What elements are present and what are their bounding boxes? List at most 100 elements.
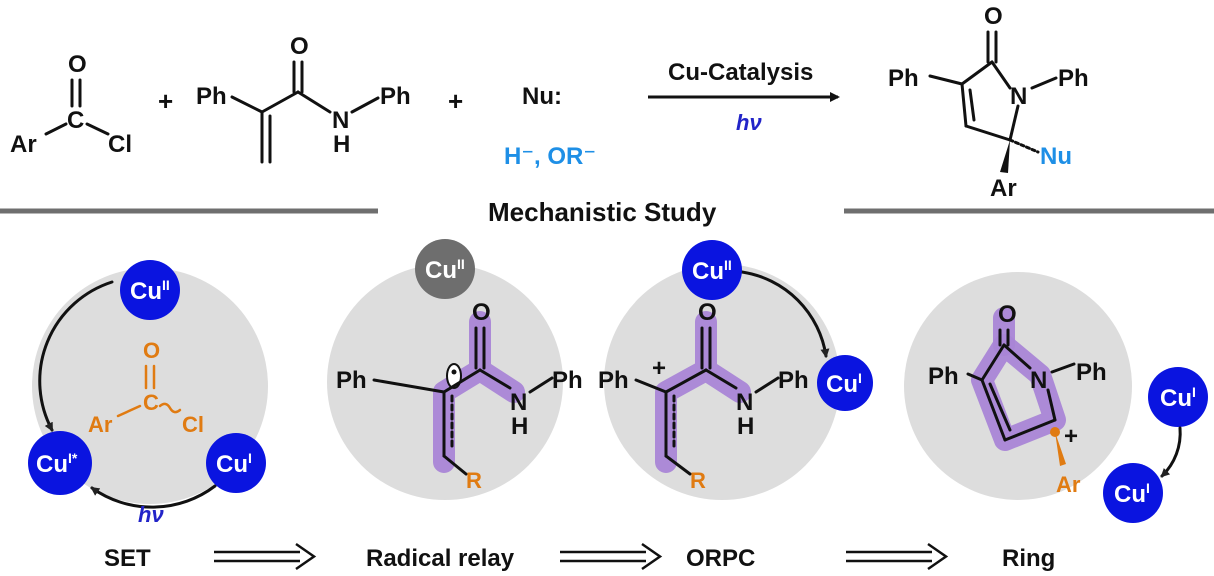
acrylamide-n-label: N	[332, 107, 349, 134]
acyl-c-label: C	[67, 107, 84, 134]
orpc-ph2-label: Ph	[778, 367, 809, 394]
ring-ph-label: Ph	[928, 363, 959, 390]
step-label-radical-relay: Radical relay	[366, 545, 515, 572]
relay-o-label: O	[472, 299, 491, 326]
bond-hash-nu	[1008, 138, 1040, 154]
panel-orpc: CuII CuI Ph + O N H Ph R	[598, 240, 873, 500]
orpc-c-co-bond	[664, 368, 708, 394]
product-ph-left: Ph	[888, 65, 919, 92]
set-hv-label: hν	[138, 502, 164, 527]
orpc-plus-label: +	[652, 355, 666, 382]
reaction-arrow: Cu-Catalysis hν	[648, 59, 840, 135]
ring-cu-i-bottom-label: CuI	[1114, 480, 1150, 508]
acrylamide-ph2-label: Ph	[380, 83, 411, 110]
relay-c-co-bond	[442, 368, 482, 394]
ring-bond-co-c	[980, 343, 1006, 382]
set-c-cl-wavy-bond	[158, 402, 182, 414]
product-pyrrolinone: O Ph N Ph Nu Ar	[888, 3, 1089, 202]
relay-cu-label: CuII	[425, 256, 465, 284]
panel-ring: CuI CuI O Ph N Ph + Ar	[904, 272, 1208, 523]
relay-n-label: N	[510, 389, 527, 416]
bond-ring-3	[960, 82, 968, 128]
panel-set-bg	[32, 268, 268, 504]
orpc-r-label: R	[690, 468, 706, 493]
cu-i-star-bubble	[28, 431, 92, 495]
set-o-label: O	[143, 338, 160, 363]
orpc-co-n-bond	[704, 368, 738, 390]
product-n-label: N	[1010, 83, 1027, 110]
step-label-ring: Ring	[1002, 545, 1055, 572]
bond-ring-4	[964, 124, 1012, 142]
reactant-acyl-chloride: O C Ar Cl	[10, 51, 132, 158]
bond-c-co	[260, 90, 300, 114]
ring-cu-i-top-label: CuI	[1160, 384, 1196, 412]
orpc-electron-arrow	[740, 270, 830, 358]
orpc-cu-ii-bubble	[682, 240, 742, 300]
acrylamide-ph-label: Ph	[196, 83, 227, 110]
relay-r-label: R	[466, 468, 482, 493]
cu-ii-label: CuII	[130, 277, 170, 305]
acrylamide-h-label: H	[333, 131, 350, 158]
acrylamide-o-label: O	[290, 33, 309, 60]
cu-ii-bubble	[120, 260, 180, 320]
relay-n-ph-bond	[528, 376, 554, 394]
relay-h-label: H	[511, 413, 528, 440]
orpc-cu-ii-label: CuII	[692, 257, 732, 285]
nu-label: Nu:	[522, 83, 562, 110]
ring-bond-ch-cplus	[1003, 418, 1057, 442]
orpc-ph-label: Ph	[598, 367, 629, 394]
bond-ring-3b	[968, 88, 976, 122]
ring-ar-wedge-bond	[1055, 432, 1066, 466]
bond-n-ph	[350, 96, 380, 114]
arrow-condition-bottom: hν	[736, 110, 762, 135]
double-arrow-3	[846, 542, 949, 571]
relay-ph-label: Ph	[336, 367, 367, 394]
relay-co-n-bond	[478, 368, 512, 390]
panel-radical-relay: CuII Ph O N H Ph R	[327, 239, 583, 500]
step-sequence: SET Radical relay ORPC Ring	[104, 542, 1055, 572]
bond-n-ph-product	[1030, 76, 1058, 90]
ring-n-label: N	[1030, 367, 1047, 394]
orpc-cu-i-bubble	[817, 355, 873, 411]
set-c-label: C	[143, 390, 159, 415]
acyl-cl-label: Cl	[108, 131, 132, 158]
product-ph-right: Ph	[1058, 65, 1089, 92]
orpc-ph-c-bond	[634, 378, 668, 394]
bond-ph-c	[230, 95, 264, 114]
step-label-orpc: ORPC	[686, 545, 755, 572]
bond-ring-ph	[928, 74, 964, 86]
cu-i-label: CuI	[216, 450, 252, 478]
bond-c-cl	[85, 122, 110, 136]
reactant-acrylamide: Ph O N H Ph	[196, 33, 411, 164]
orpc-cu-i-label: CuI	[826, 370, 862, 398]
cycle-arrow-bottom	[90, 484, 217, 509]
orpc-n-ph-bond	[754, 376, 780, 394]
double-arrow-2	[560, 542, 663, 571]
ring-plus-label: +	[1064, 423, 1078, 450]
relay-ph-c-bond	[372, 378, 446, 394]
bond-c-ar	[44, 122, 68, 136]
plus-sign-2: +	[448, 86, 463, 116]
bond-ring-2	[960, 60, 994, 86]
arrow-condition-top: Cu-Catalysis	[668, 59, 813, 86]
set-ar-label: Ar	[88, 412, 113, 437]
ring-cu-arrow	[1160, 426, 1182, 478]
ring-bond-co-n	[1002, 343, 1032, 370]
cycle-arrow-left	[38, 280, 114, 432]
set-c-ar-bond	[116, 404, 142, 418]
acyl-ar-label: Ar	[10, 131, 37, 158]
product-o-label: O	[984, 3, 1003, 30]
relay-ch2-r-bond	[442, 454, 468, 476]
section-title: Mechanistic Study	[488, 197, 717, 227]
product-ar-label: Ar	[990, 175, 1017, 202]
double-arrow-1	[214, 542, 317, 571]
orpc-o-label: O	[698, 299, 717, 326]
bond-ring-5	[1008, 104, 1020, 142]
plus-sign-1: +	[158, 86, 173, 116]
ring-o-label: O	[998, 301, 1017, 328]
ring-bond-cplus-n	[1046, 388, 1057, 422]
bond-co-n	[296, 90, 332, 114]
ring-cu-i-bottom-bubble	[1103, 463, 1163, 523]
radical-dot	[451, 369, 457, 375]
